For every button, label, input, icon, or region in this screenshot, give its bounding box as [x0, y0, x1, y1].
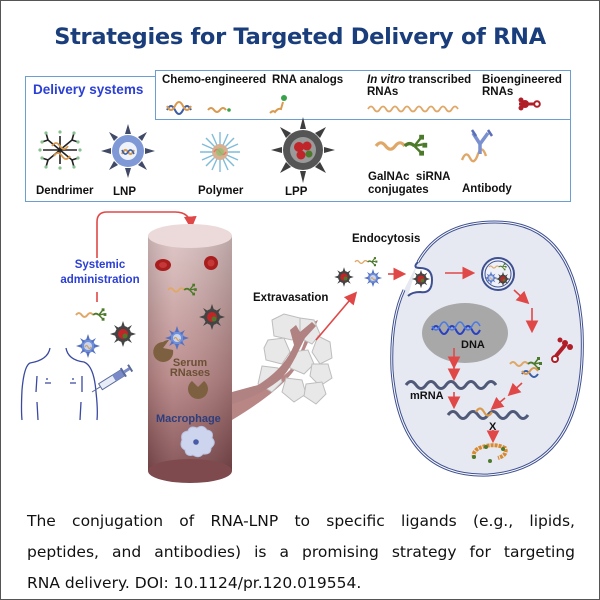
translation-block-mark: X: [489, 421, 497, 433]
rna-types-panel: [155, 70, 571, 120]
rna-analog-ligand-icon: [269, 95, 287, 114]
system-label-galnac-line1: GalNAc siRNA: [368, 171, 451, 183]
rna-type-bio-line2: RNAs: [482, 86, 514, 98]
antibody-icon: [460, 129, 494, 163]
dna-helix-icon: [431, 321, 481, 335]
polymer-icon: [200, 132, 240, 172]
rna-bioengineered-icon: [518, 97, 541, 111]
rna-type-ivt-italic: In vitro: [367, 74, 406, 86]
caption-line-2: peptides, and antibodies) is a promising…: [27, 543, 575, 561]
sirna-arrow: [507, 382, 523, 397]
rna-type-chemo-label-2: RNA analogs: [272, 74, 344, 86]
extravasation-label: Extravasation: [253, 292, 329, 304]
tissue-cells: [257, 313, 333, 405]
systemic-line2: administration: [60, 274, 140, 286]
caption-line-3: RNA delivery. DOI: 10.1124/pr.120.019554…: [27, 574, 362, 592]
patient-silhouette: [20, 347, 98, 421]
bioengineered-rna-icon: [551, 337, 573, 363]
serum-line1: Serum: [172, 357, 208, 369]
dendrimer-icon: [38, 130, 82, 170]
system-label-galnac-line2: conjugates: [368, 184, 429, 196]
nucleus: [422, 303, 508, 363]
lpp-particle-icon: [110, 321, 136, 347]
endocytosis-label: Endocytosis: [352, 233, 421, 245]
rna-chemo-single-icon: [207, 107, 231, 113]
lnp-particle-icon: [75, 333, 101, 359]
systemic-arrow: [96, 211, 197, 258]
sirna-arrow-2: [490, 396, 506, 411]
syringe-icon: [91, 364, 134, 393]
endosome-escape-arrow: [513, 289, 530, 305]
mrna-strand-icon: [404, 380, 498, 390]
serum-line2: RNases: [169, 367, 211, 379]
rna-type-ivt-rest: transcribed: [405, 74, 472, 86]
delivery-systems-label: Delivery systems: [33, 82, 144, 97]
rna-chemo-duplex-icon: [166, 101, 192, 115]
mrna-label: mRNA: [410, 390, 444, 402]
bound-sirna-icon: [475, 407, 493, 417]
rna-type-ivt-line2: RNAs: [367, 86, 399, 98]
galnac-conjugate-icon: [354, 256, 379, 267]
lpp-particle-icon: [334, 267, 354, 287]
lpp-icon: [271, 117, 335, 183]
lnp-particle-icon: [363, 268, 383, 288]
system-label-lpp: LPP: [285, 186, 308, 198]
macrophage-icon: [180, 425, 215, 458]
system-label-lnp: LNP: [113, 186, 136, 198]
rna-type-bio-line1: Bioengineered: [482, 74, 562, 86]
lnp-icon: [101, 124, 155, 178]
rnase-icon: [188, 381, 208, 399]
capillary-tip: [232, 322, 316, 404]
galnac-conjugate-icon: [75, 307, 108, 322]
system-label-antibody: Antibody: [462, 183, 512, 195]
endosome: [481, 257, 515, 291]
rnase-icon: [153, 340, 174, 362]
dna-label: DNA: [461, 339, 485, 351]
galnac-icon: [374, 133, 429, 158]
system-label-dendrimer: Dendrimer: [36, 185, 94, 197]
sirna-duplex-icon: [521, 367, 539, 378]
figure-caption: The conjugation of RNA-LNP to specific l…: [27, 506, 575, 599]
protein-chain-icon: [471, 443, 508, 463]
rna-ivt-long-icon: [367, 105, 459, 113]
caption-line-1: The conjugation of RNA-LNP to specific l…: [27, 512, 575, 530]
systemic-administration-label: Systemic administration: [55, 258, 145, 288]
figure-title: Strategies for Targeted Delivery of RNA: [54, 24, 546, 50]
system-label-polymer: Polymer: [198, 185, 244, 197]
macrophage-label: Macrophage: [156, 413, 221, 425]
rna-type-chemo-label-1: Chemo-engineered: [162, 74, 267, 86]
extravasation-arrow: [315, 291, 358, 341]
systemic-line1: Systemic: [74, 259, 126, 271]
